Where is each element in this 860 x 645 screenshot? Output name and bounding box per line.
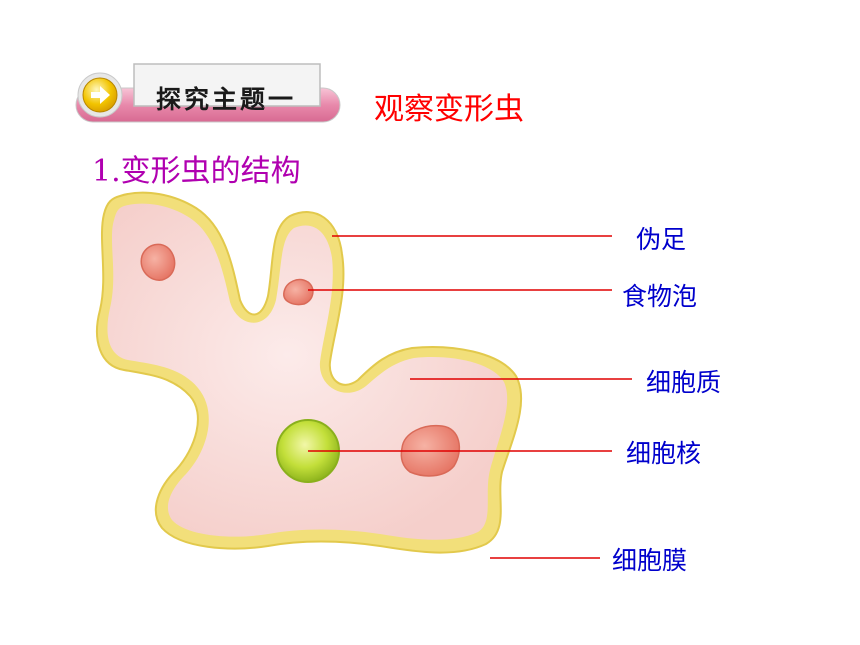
label-food-vacuole: 食物泡 (622, 282, 698, 311)
label-cytoplasm: 细胞质 (646, 368, 722, 397)
label-nucleus: 细胞核 (626, 439, 702, 468)
food-vacuole-1 (140, 243, 176, 281)
label-pseudopod: 伪足 (636, 225, 687, 254)
food-vacuole-2 (283, 278, 314, 306)
arrow-right-icon (91, 86, 110, 104)
topic-title: 观察变形虫 (374, 92, 524, 127)
section-title: 1.变形虫的结构 (92, 154, 301, 189)
badge-label: 探究主题一 (155, 85, 296, 114)
label-membrane: 细胞膜 (612, 546, 688, 575)
topic-badge (75, 63, 341, 123)
